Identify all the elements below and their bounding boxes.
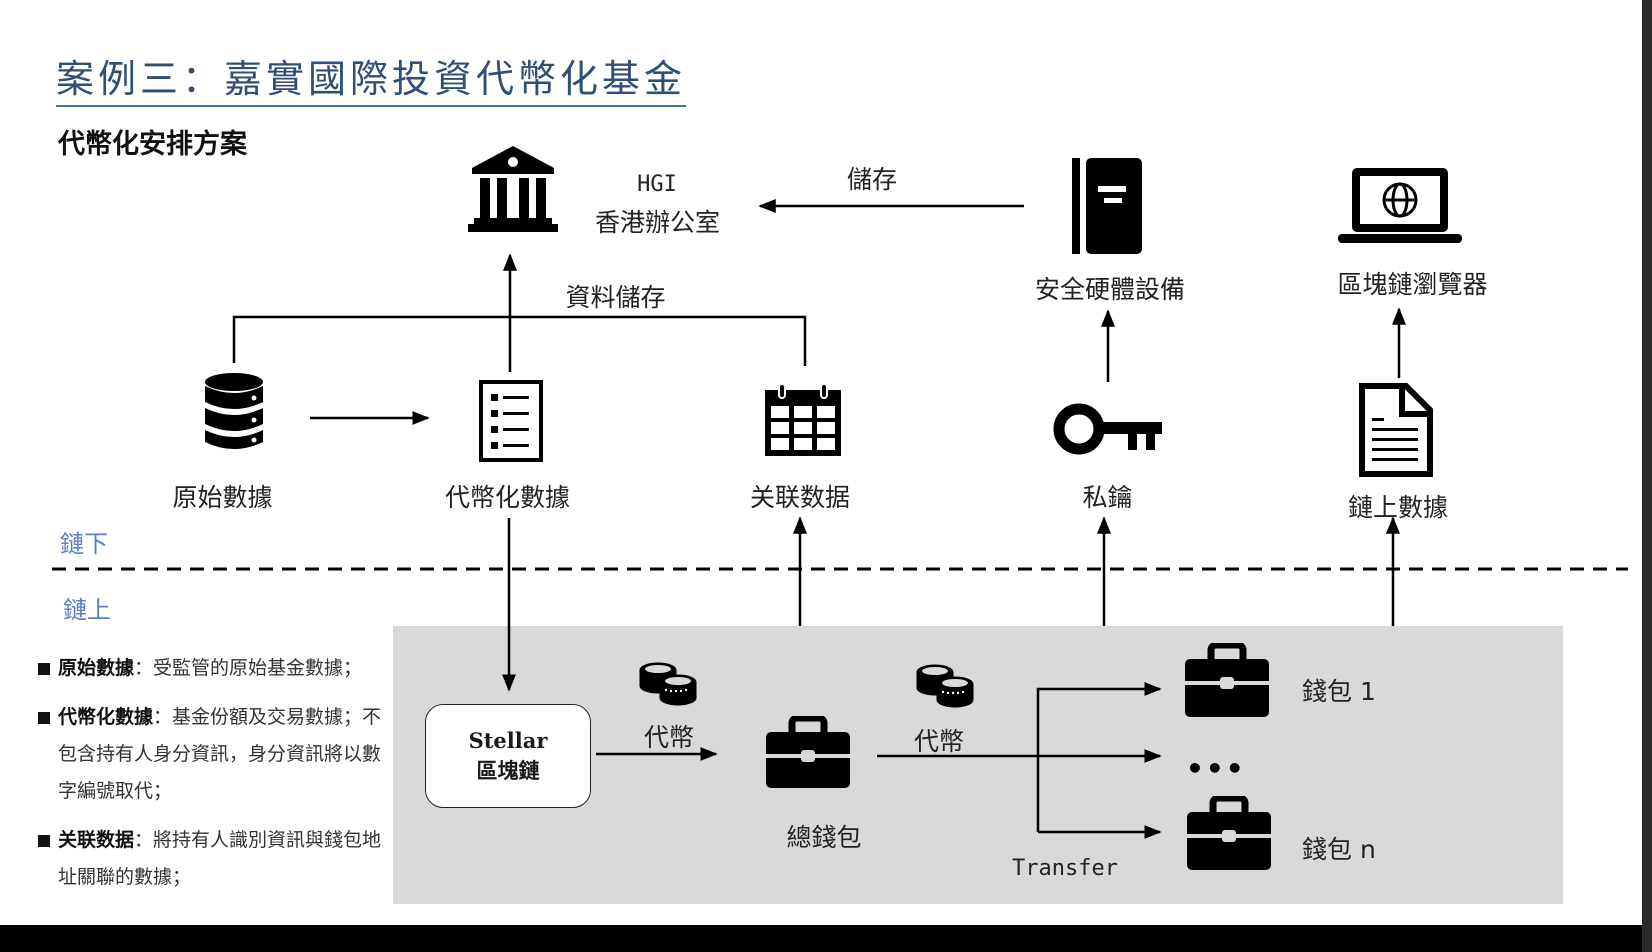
note-term: 关联数据 xyxy=(58,829,135,851)
right-edge-strip xyxy=(1642,0,1652,952)
database-icon xyxy=(205,373,263,449)
token-label-2: 代幣 xyxy=(913,727,964,756)
transfer-label: Transfer xyxy=(1012,856,1118,881)
note-text: 將持有人識別資訊與錢包地址關聯的數據； xyxy=(58,829,382,888)
note-item: 代幣化數據：基金份額及交易數據；不包含持有人身分資訊，身分資訊將以數字編號取代； xyxy=(34,699,394,810)
document-icon xyxy=(1359,383,1433,477)
transfer-branch-top xyxy=(1036,682,1162,832)
slide-title: 案例三：嘉實國際投資代幣化基金 xyxy=(56,48,687,107)
wallet-n-briefcase-icon xyxy=(1187,796,1271,870)
stellar-type: 區塊鏈 xyxy=(476,759,540,783)
wallet-1-label: 錢包 1 xyxy=(1302,677,1376,706)
data-store-label: 資料儲存 xyxy=(565,283,666,312)
coins-icon xyxy=(639,662,697,706)
stellar-blockchain-node: Stellar 區塊鏈 xyxy=(425,704,591,808)
note-item: 原始數據：受監管的原始基金數據； xyxy=(34,650,394,687)
tokenized-data-label: 代幣化數據 xyxy=(444,483,570,512)
list-document-icon xyxy=(479,380,543,462)
note-term: 代幣化數據 xyxy=(58,706,154,728)
notes-list: 原始數據：受監管的原始基金數據； 代幣化數據：基金份額及交易數據；不包含持有人身… xyxy=(34,650,394,908)
data-store-bracket xyxy=(232,315,807,366)
section-subtitle: 代幣化安排方案 xyxy=(58,129,247,160)
bullet-square-icon xyxy=(38,835,50,847)
linked-data-label: 关联数据 xyxy=(749,483,850,512)
onchain-data-label: 鏈上數據 xyxy=(1347,493,1448,522)
blockchain-browser-label: 區塊鏈瀏覽器 xyxy=(1337,270,1488,299)
hgi-name-label: HGI xyxy=(637,172,677,197)
note-item: 关联数据：將持有人識別資訊與錢包地址關聯的數據； xyxy=(34,822,394,896)
offchain-zone-label: 鏈下 xyxy=(60,530,108,558)
note-text: 基金份額及交易數據；不包含持有人身分資訊，身分資訊將以數字編號取代； xyxy=(58,706,382,802)
onchain-zone-label: 鏈上 xyxy=(63,596,111,624)
master-wallet-briefcase-icon xyxy=(766,716,850,788)
private-key-label: 私鑰 xyxy=(1082,483,1133,512)
bank-icon xyxy=(468,146,558,232)
raw-data-label: 原始數據 xyxy=(172,483,273,512)
note-sep: ： xyxy=(153,706,173,728)
note-sep: ： xyxy=(134,829,154,851)
key-icon xyxy=(1053,403,1162,455)
note-term: 原始數據 xyxy=(58,657,135,679)
calendar-icon xyxy=(765,383,841,456)
secure-hardware-label: 安全硬體設備 xyxy=(1034,275,1185,304)
stellar-name: Stellar xyxy=(468,728,548,753)
token-label-1: 代幣 xyxy=(643,723,694,752)
hgi-office-label: 香港辦公室 xyxy=(594,208,720,237)
bottom-black-bar xyxy=(0,925,1652,952)
more-wallets-ellipsis: ••• xyxy=(1186,752,1246,785)
wallet-1-briefcase-icon xyxy=(1185,643,1269,717)
coins-icon xyxy=(916,664,974,708)
laptop-globe-icon xyxy=(1338,168,1462,243)
secure-hardware-icon xyxy=(1072,158,1142,254)
bullet-square-icon xyxy=(38,663,50,675)
note-text: 受監管的原始基金數據； xyxy=(153,657,363,679)
master-wallet-label: 總錢包 xyxy=(786,823,862,852)
bullet-square-icon xyxy=(38,712,50,724)
wallet-n-label: 錢包 n xyxy=(1302,835,1376,864)
note-sep: ： xyxy=(134,657,154,679)
store-label: 儲存 xyxy=(846,165,897,194)
